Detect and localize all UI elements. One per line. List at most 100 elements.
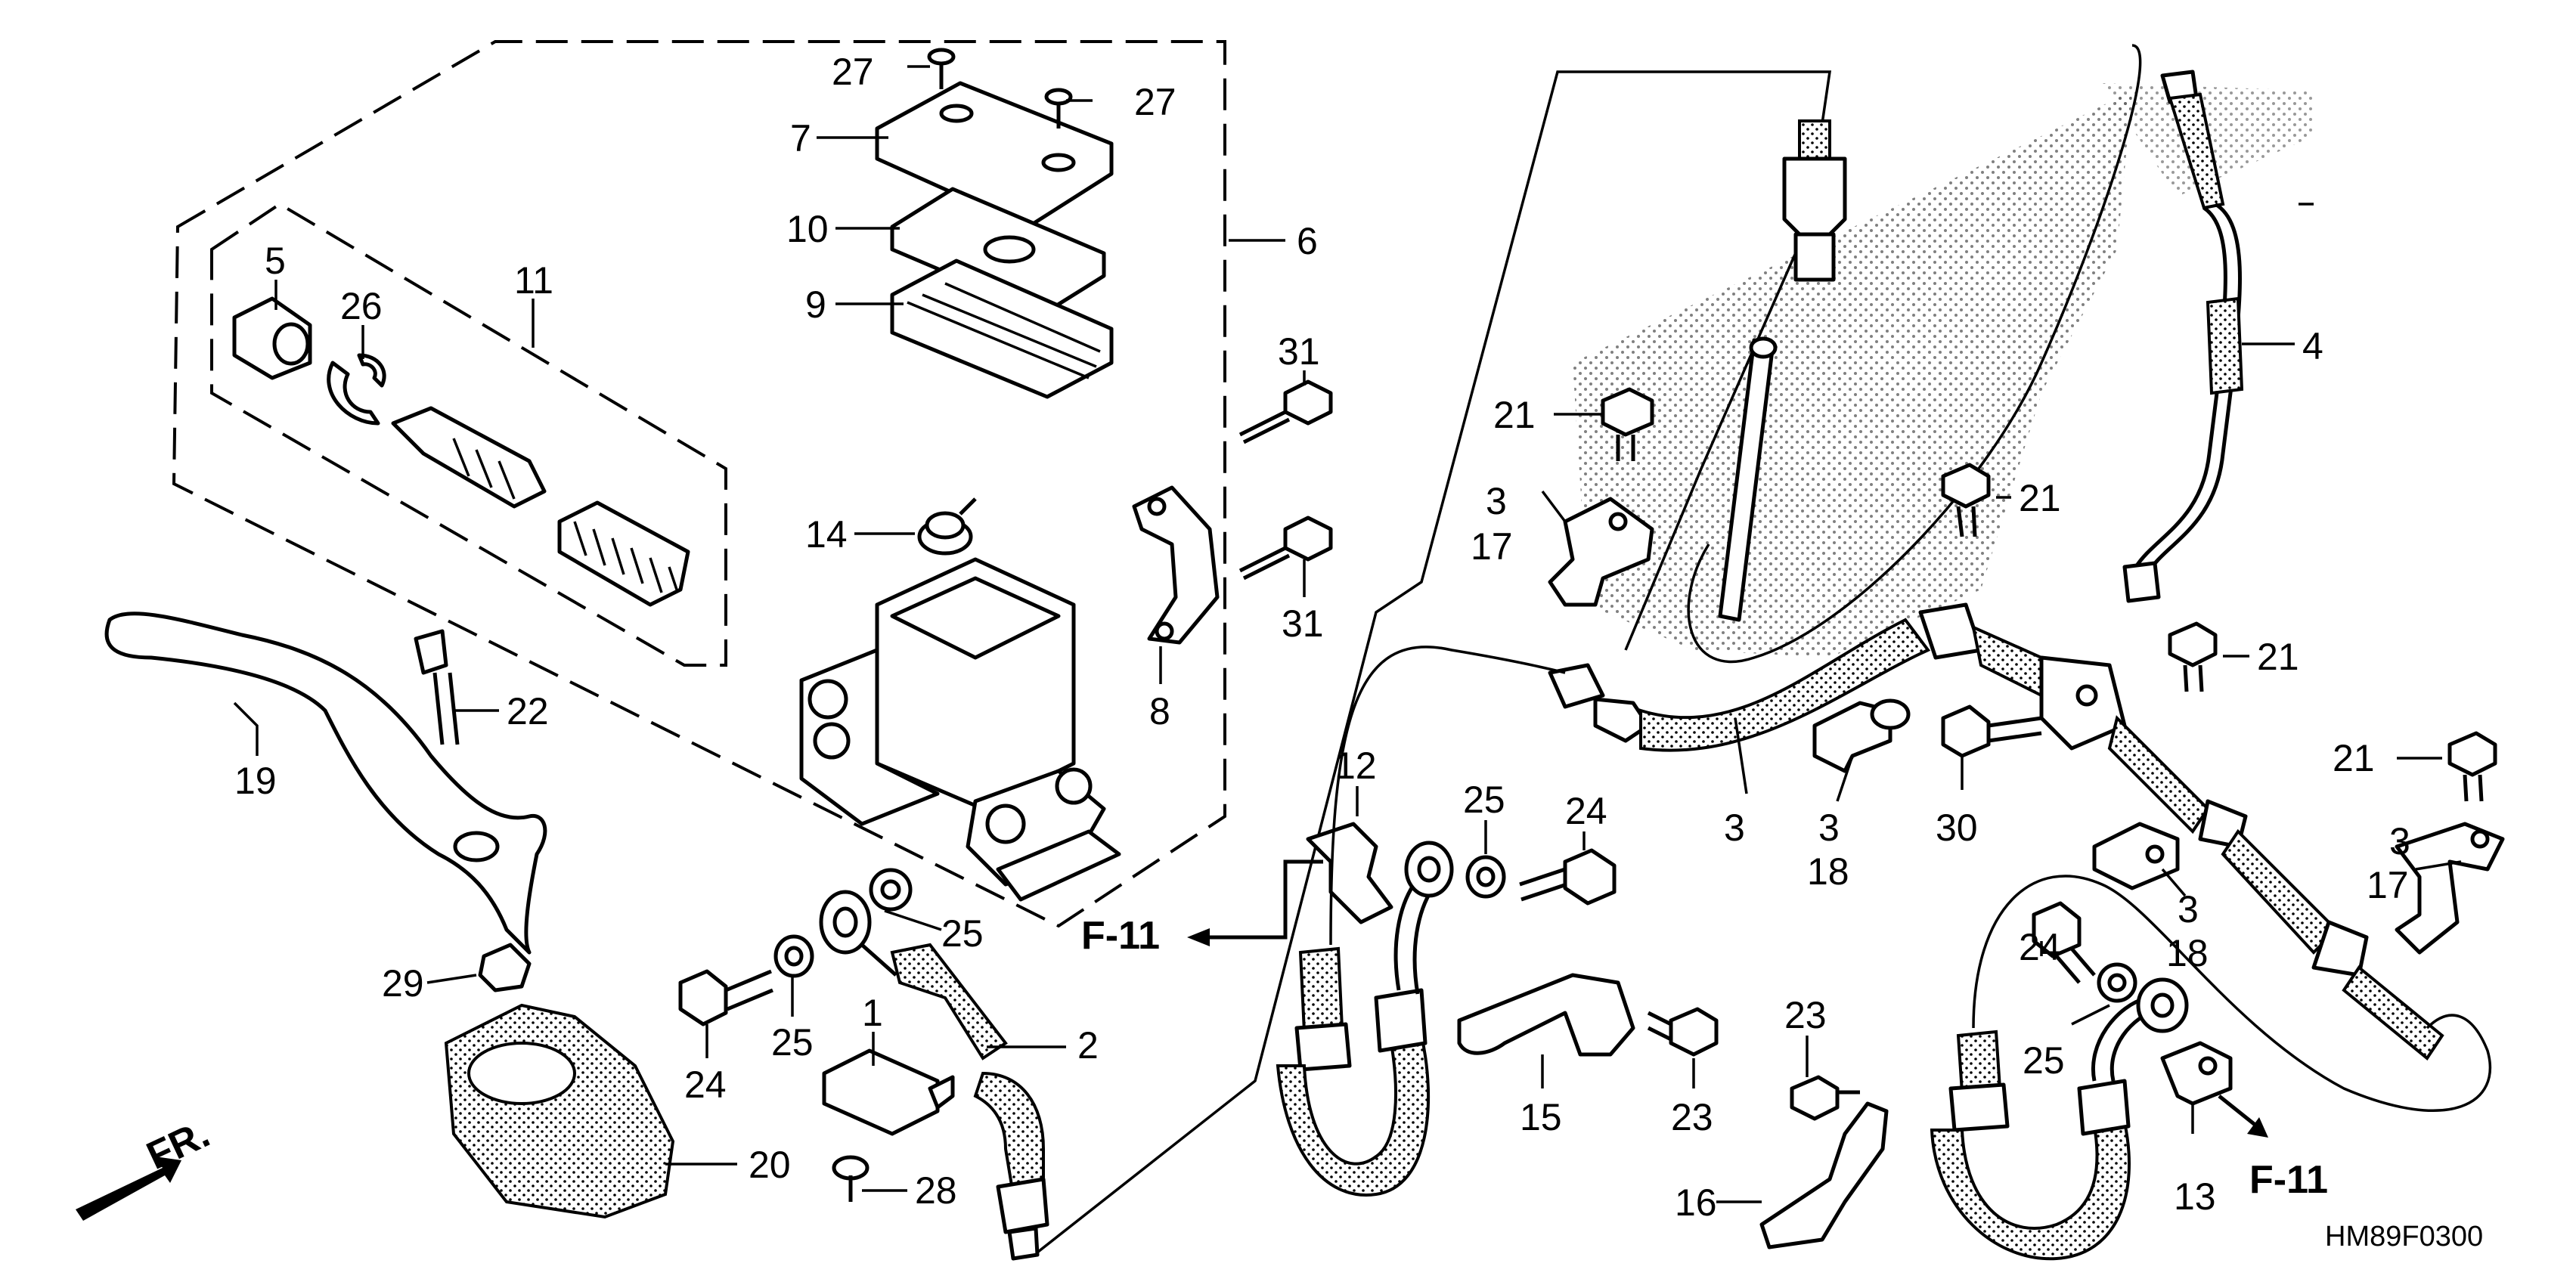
screw-27-right [1044,88,1073,128]
callout-6: 6 [1297,220,1318,262]
front-direction-label: FR. [141,1112,216,1178]
hose-bracket-16 [1759,1101,1889,1249]
callout-28: 28 [915,1169,957,1212]
reservoir-cover [875,81,1114,229]
bolt-31-lower [1238,516,1333,581]
callout-30: 30 [1936,807,1978,849]
callout-24a: 24 [684,1064,727,1106]
callout-3d: 3 [2389,820,2410,862]
brake-hose-main [1548,602,2444,1061]
callout-4: 4 [2302,325,2323,367]
callout-25a: 25 [771,1021,814,1064]
callout-13: 13 [2174,1175,2216,1218]
pivot-bolt [414,629,460,745]
callout-2: 2 [1077,1024,1099,1067]
diaphragm [890,259,1114,399]
hose-clamp-middle [1812,698,1911,773]
callout-25c: 25 [1463,779,1505,821]
banjo-bolt-left [678,969,773,1026]
brake-hose-upper [819,890,1049,1261]
callout-27b: 27 [1134,81,1176,123]
diaphragm-plate [890,187,1106,316]
brake-hose-rear [1930,977,2189,1261]
hose-clip-13 [2160,1041,2233,1106]
banjo-bolt-right [2032,901,2096,984]
master-cylinder-body [799,557,1121,902]
sealing-washer-right [869,868,913,912]
callout-10: 10 [786,208,829,250]
callout-24b: 24 [1565,790,1607,832]
callout-27a: 27 [832,51,874,93]
callout-11: 11 [514,259,553,302]
bolt-21-a [1601,387,1654,461]
hose-clip [1306,822,1393,924]
callout-25d: 25 [2023,1039,2065,1082]
bolt-23-lower [1790,1075,1860,1121]
brake-hose-long [2122,70,2244,603]
bolt-31-upper [1238,379,1333,444]
dust-seal [232,296,312,380]
callout-23b: 23 [1784,994,1827,1036]
callout-24c: 24 [2019,926,2061,968]
callout-23a: 23 [1671,1096,1713,1138]
callout-21b: 21 [2019,477,2061,519]
sealing-washer-left [773,934,814,978]
callout-3a: 3 [1486,480,1507,522]
callout-7: 7 [790,117,811,159]
callout-14: 14 [805,513,848,556]
callout-26: 26 [340,285,383,327]
bolt-21-c [2168,621,2218,692]
screw-27-top [927,48,956,89]
callout-1: 1 [862,992,883,1034]
reference-f11-left: F-11 [1081,914,1160,958]
brake-light-switch [822,1048,955,1136]
callout-5: 5 [265,240,286,282]
piston-spring [557,500,690,607]
bolt-23-upper [1647,1007,1719,1057]
callout-9: 9 [805,283,826,326]
reference-f11-right: F-11 [2249,1158,2328,1202]
callout-21d: 21 [2333,737,2375,779]
callout-17a: 17 [1471,525,1513,568]
hose-bracket-15 [1457,973,1635,1057]
hose-clamp-right-lower [2395,822,2505,955]
callout-3b: 3 [1724,807,1745,849]
hose-clamp-right-upper [2092,822,2180,890]
hose-joint-upper [1782,119,1847,282]
circlip [327,353,386,426]
callout-15: 15 [1520,1096,1562,1138]
callout-25b: 25 [941,912,984,955]
sealing-washer-right-lower [2097,962,2137,1003]
callout-20: 20 [749,1144,791,1186]
brake-hose-front [1276,841,1454,1197]
bolt-30 [1941,704,2042,758]
callout-18b: 18 [2166,932,2209,974]
front-direction-arrow-icon [76,1156,181,1221]
callout-29: 29 [382,962,424,1005]
master-cylinder-holder [1132,485,1220,645]
ref-arrow-left [1187,859,1323,946]
pivot-nut [478,943,532,992]
assembly-outline-6 [172,40,1226,928]
callout-17b: 17 [2367,864,2409,906]
sealing-washer-middle [1465,855,1506,899]
callout-8: 8 [1149,690,1170,732]
callout-12: 12 [1334,745,1377,787]
callout-31a: 31 [1278,330,1320,373]
callout-18a: 18 [1807,850,1849,893]
hose-clamp-left [1548,497,1654,607]
callout-16: 16 [1675,1181,1717,1224]
callout-3c: 3 [1818,807,1840,849]
callout-3e: 3 [2178,888,2199,930]
brake-pipe [1718,336,1778,622]
boot [917,497,977,556]
callout-21a: 21 [1493,394,1536,436]
callout-31b: 31 [1282,602,1324,645]
brake-lever [104,612,547,955]
leader-lines [233,65,2462,1203]
bolt-21-d [2447,731,2497,802]
diagram-code: HM89F0300 [2325,1221,2483,1252]
callout-19: 19 [234,760,277,802]
banjo-bolt-middle [1519,848,1617,906]
